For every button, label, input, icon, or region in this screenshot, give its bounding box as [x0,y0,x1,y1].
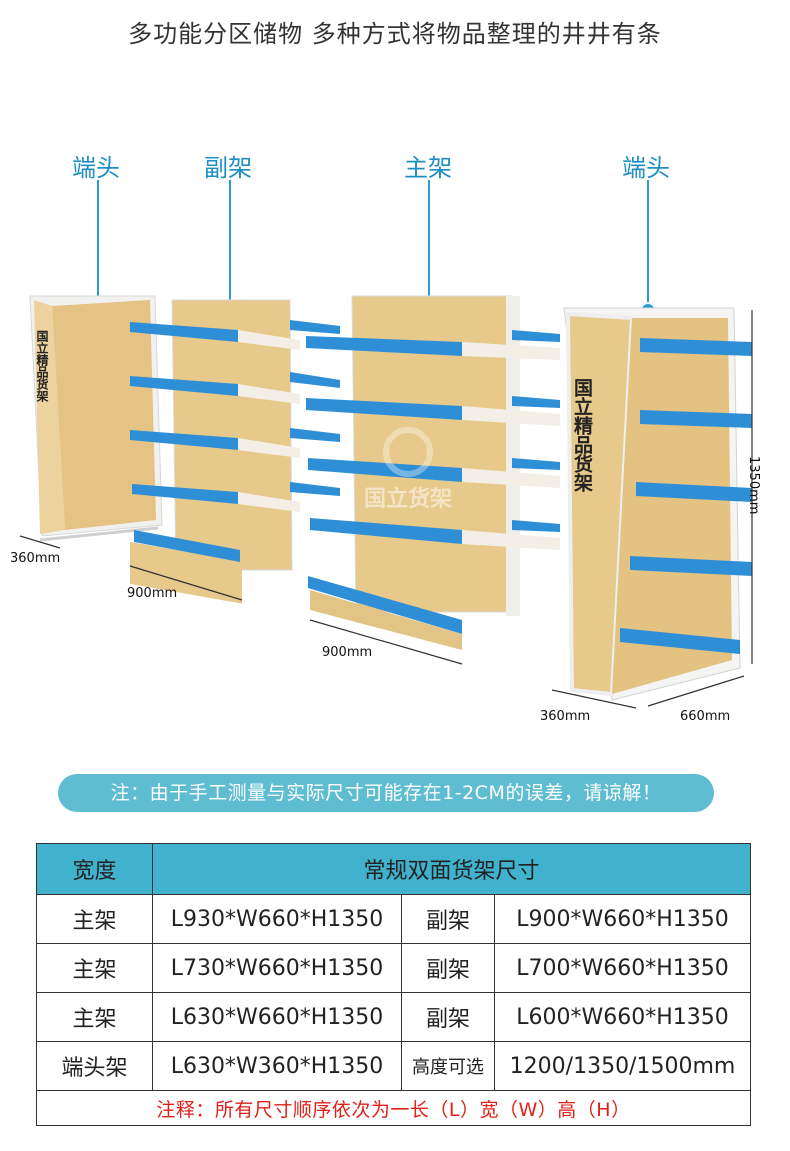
cell-type: 副架 [401,992,495,1042]
cell-size: L900*W660*H1350 [493,894,752,944]
table-row: 端头架 L630*W360*H1350 高度可选 1200/1350/1500m… [36,1041,752,1091]
measurement-note: 注：由于手工测量与实际尺寸可能存在1-2CM的误差，请谅解！ [58,774,714,812]
cell-type: 副架 [401,894,495,944]
cell-type: 主架 [36,894,153,944]
table-row: 主架 L930*W660*H1350 副架 L900*W660*H1350 [36,894,752,944]
table-row: 主架 L730*W660*H1350 副架 L700*W660*H1350 [36,943,752,993]
header-spec-title: 常规双面货架尺寸 [151,843,752,895]
callout-line-end-right [647,180,649,304]
sub-shelf-unit [130,299,340,604]
callout-line-main [428,180,430,304]
callout-end-right: 端头 [622,154,670,182]
header-width: 宽度 [36,843,153,895]
cell-size: L730*W660*H1350 [152,943,402,993]
size-order-footnote: 注释：所有尺寸顺序依次为一长（L）宽（W）高（H） [35,1090,752,1126]
brand-vertical-left: 国立精品货架 [35,330,49,403]
dimension-660: 660mm [680,709,731,724]
watermark-text: 国立货架 [364,486,452,512]
table-row: 主架 L630*W660*H1350 副架 L600*W660*H1350 [36,992,752,1042]
dimension-900-sub: 900mm [127,586,178,601]
dimension-lines [19,310,753,709]
callout-sub-shelf: 副架 [204,154,252,182]
dimension-360-left: 360mm [10,551,61,566]
table-footnote-row: 注释：所有尺寸顺序依次为一长（L）宽（W）高（H） [35,1090,752,1126]
callout-line-end-left [97,180,99,304]
cell-type: 主架 [36,943,153,993]
cell-size: L930*W660*H1350 [152,894,402,944]
cell-size: L600*W660*H1350 [493,992,752,1042]
cell-size: 1200/1350/1500mm [493,1041,752,1091]
cell-type: 高度可选 [401,1041,495,1091]
cell-type: 端头架 [36,1041,153,1091]
brand-vertical-right: 国立精品货架 [571,378,594,493]
cell-type: 主架 [36,992,153,1042]
callout-main-shelf: 主架 [404,154,452,182]
cell-type: 副架 [401,943,495,993]
callout-end-left: 端头 [72,154,120,182]
page-headline: 多功能分区储物 多种方式将物品整理的井井有条 [128,20,662,48]
spec-table: 宽度 常规双面货架尺寸 主架 L930*W660*H1350 副架 L900*W… [35,843,752,1126]
dimension-900-main: 900mm [322,645,373,660]
dimension-1350: 1350mm [746,456,761,515]
end-cap-right [563,307,752,701]
callout-line-sub [229,180,231,304]
cell-size: L700*W660*H1350 [493,943,752,993]
spec-table-header: 宽度 常规双面货架尺寸 [36,843,752,895]
cell-size: L630*W360*H1350 [152,1041,402,1091]
main-shelf-unit [306,295,560,650]
cell-size: L630*W660*H1350 [152,992,402,1042]
shelving-illustration: 国立精品货架 国 [19,295,753,709]
end-cap-left [29,295,163,542]
dimension-360-right: 360mm [540,709,591,724]
watermark-logo [383,427,433,477]
